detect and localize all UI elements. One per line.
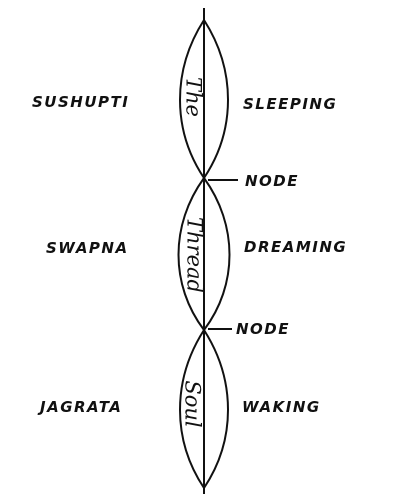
right-label-sleeping: SLEEPING (243, 95, 338, 113)
vertical-text-thread: Thread (182, 217, 207, 293)
node-label-lower: NODE (236, 320, 291, 338)
left-label-sushupti: SUSHUPTI (32, 93, 130, 111)
right-label-waking: WAKING (242, 398, 321, 416)
vertical-text-the: The (181, 77, 206, 117)
upper-lobe-left (179, 19, 205, 179)
vertical-text-soul: Soul (180, 380, 205, 428)
left-label-swapna: SWAPNA (46, 239, 129, 257)
left-label-jagrata: JAGRATA (40, 398, 123, 416)
upper-lobe-right (203, 19, 229, 179)
middle-lobe-left (177, 177, 205, 331)
lower-lobe-right (203, 329, 229, 489)
middle-lobe-right (203, 177, 231, 331)
right-label-dreaming: DREAMING (244, 238, 348, 256)
lower-lobe-left (179, 329, 205, 489)
node-label-upper: NODE (245, 172, 300, 190)
